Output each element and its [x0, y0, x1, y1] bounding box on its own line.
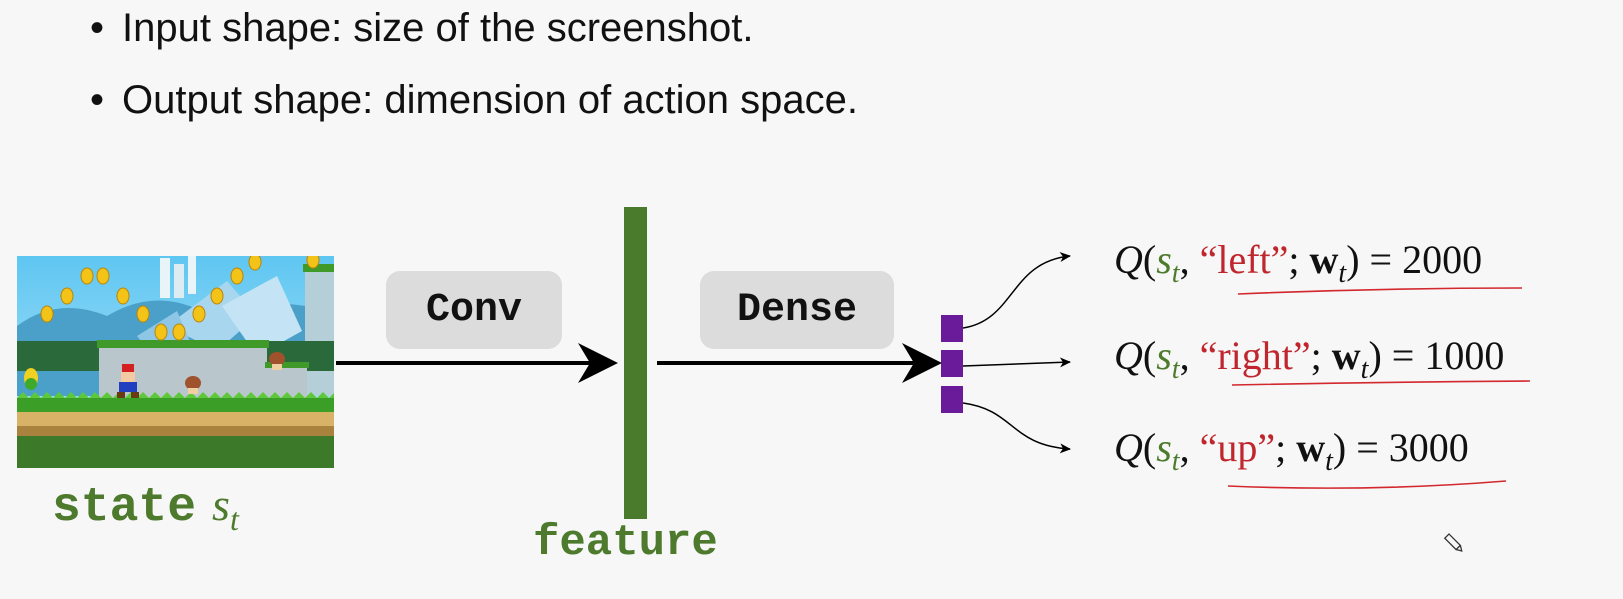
q-action: “right” [1199, 333, 1311, 378]
q-symbol: Q [1114, 425, 1143, 470]
q-state: st [1156, 333, 1179, 385]
q-symbol: Q [1114, 237, 1143, 282]
dense-label: Dense [736, 287, 858, 333]
output-cell-left [941, 315, 963, 342]
underline-right [1231, 380, 1531, 386]
q-value: 3000 [1388, 425, 1469, 470]
dense-block: Dense [700, 271, 894, 349]
q-weights-subscript: t [1338, 258, 1347, 289]
q-weights: wt [1296, 425, 1333, 477]
q-value: 1000 [1424, 333, 1505, 378]
conv-block: Conv [386, 271, 562, 349]
q-state-subscript: t [1171, 354, 1180, 385]
feature-vector-bar [624, 207, 647, 519]
q-state-subscript: t [1171, 446, 1180, 477]
output-cell-up [941, 386, 963, 413]
q-action: “left” [1199, 237, 1289, 282]
q-symbol: Q [1114, 333, 1143, 378]
q-weights-letter: w [1331, 333, 1361, 378]
state-symbol-subscript: t [229, 501, 239, 537]
state-symbol: st [212, 479, 239, 537]
q-state: st [1156, 425, 1179, 477]
bullet-input-shape: Input shape: size of the screenshot. [90, 8, 754, 48]
q-value-right: Q(st, “right”; wt) = 1000 [1114, 333, 1505, 385]
q-weights: wt [1309, 237, 1347, 289]
q-weights-letter: w [1309, 237, 1339, 282]
q-weights-letter: w [1296, 425, 1326, 470]
state-word: state [52, 481, 197, 535]
q-value: 2000 [1402, 237, 1483, 282]
state-symbol-letter: s [212, 479, 230, 530]
q-weights-subscript: t [1360, 354, 1369, 385]
game-screenshot [17, 256, 334, 468]
underline-up [1227, 480, 1507, 489]
q-state: st [1156, 237, 1179, 289]
arrow-q-right [962, 357, 1071, 368]
underline-left [1237, 287, 1523, 295]
bullet-output-shape: Output shape: dimension of action space. [90, 80, 858, 120]
arrow-q-left [962, 252, 1071, 329]
q-value-up: Q(st, “up”; wt) = 3000 [1114, 425, 1469, 477]
pencil-icon [1443, 533, 1463, 552]
conv-label: Conv [425, 287, 522, 333]
q-weights: wt [1331, 333, 1369, 385]
q-state-letter: s [1156, 425, 1172, 470]
output-cell-right [941, 350, 963, 377]
feature-label: feature [533, 518, 718, 568]
q-state-letter: s [1156, 237, 1172, 282]
q-action: “up” [1199, 425, 1276, 470]
arrow-q-up [962, 402, 1071, 454]
q-state-subscript: t [1171, 258, 1180, 289]
q-state-letter: s [1156, 333, 1172, 378]
q-value-left: Q(st, “left”; wt) = 2000 [1114, 237, 1483, 289]
q-weights-subscript: t [1325, 446, 1333, 477]
